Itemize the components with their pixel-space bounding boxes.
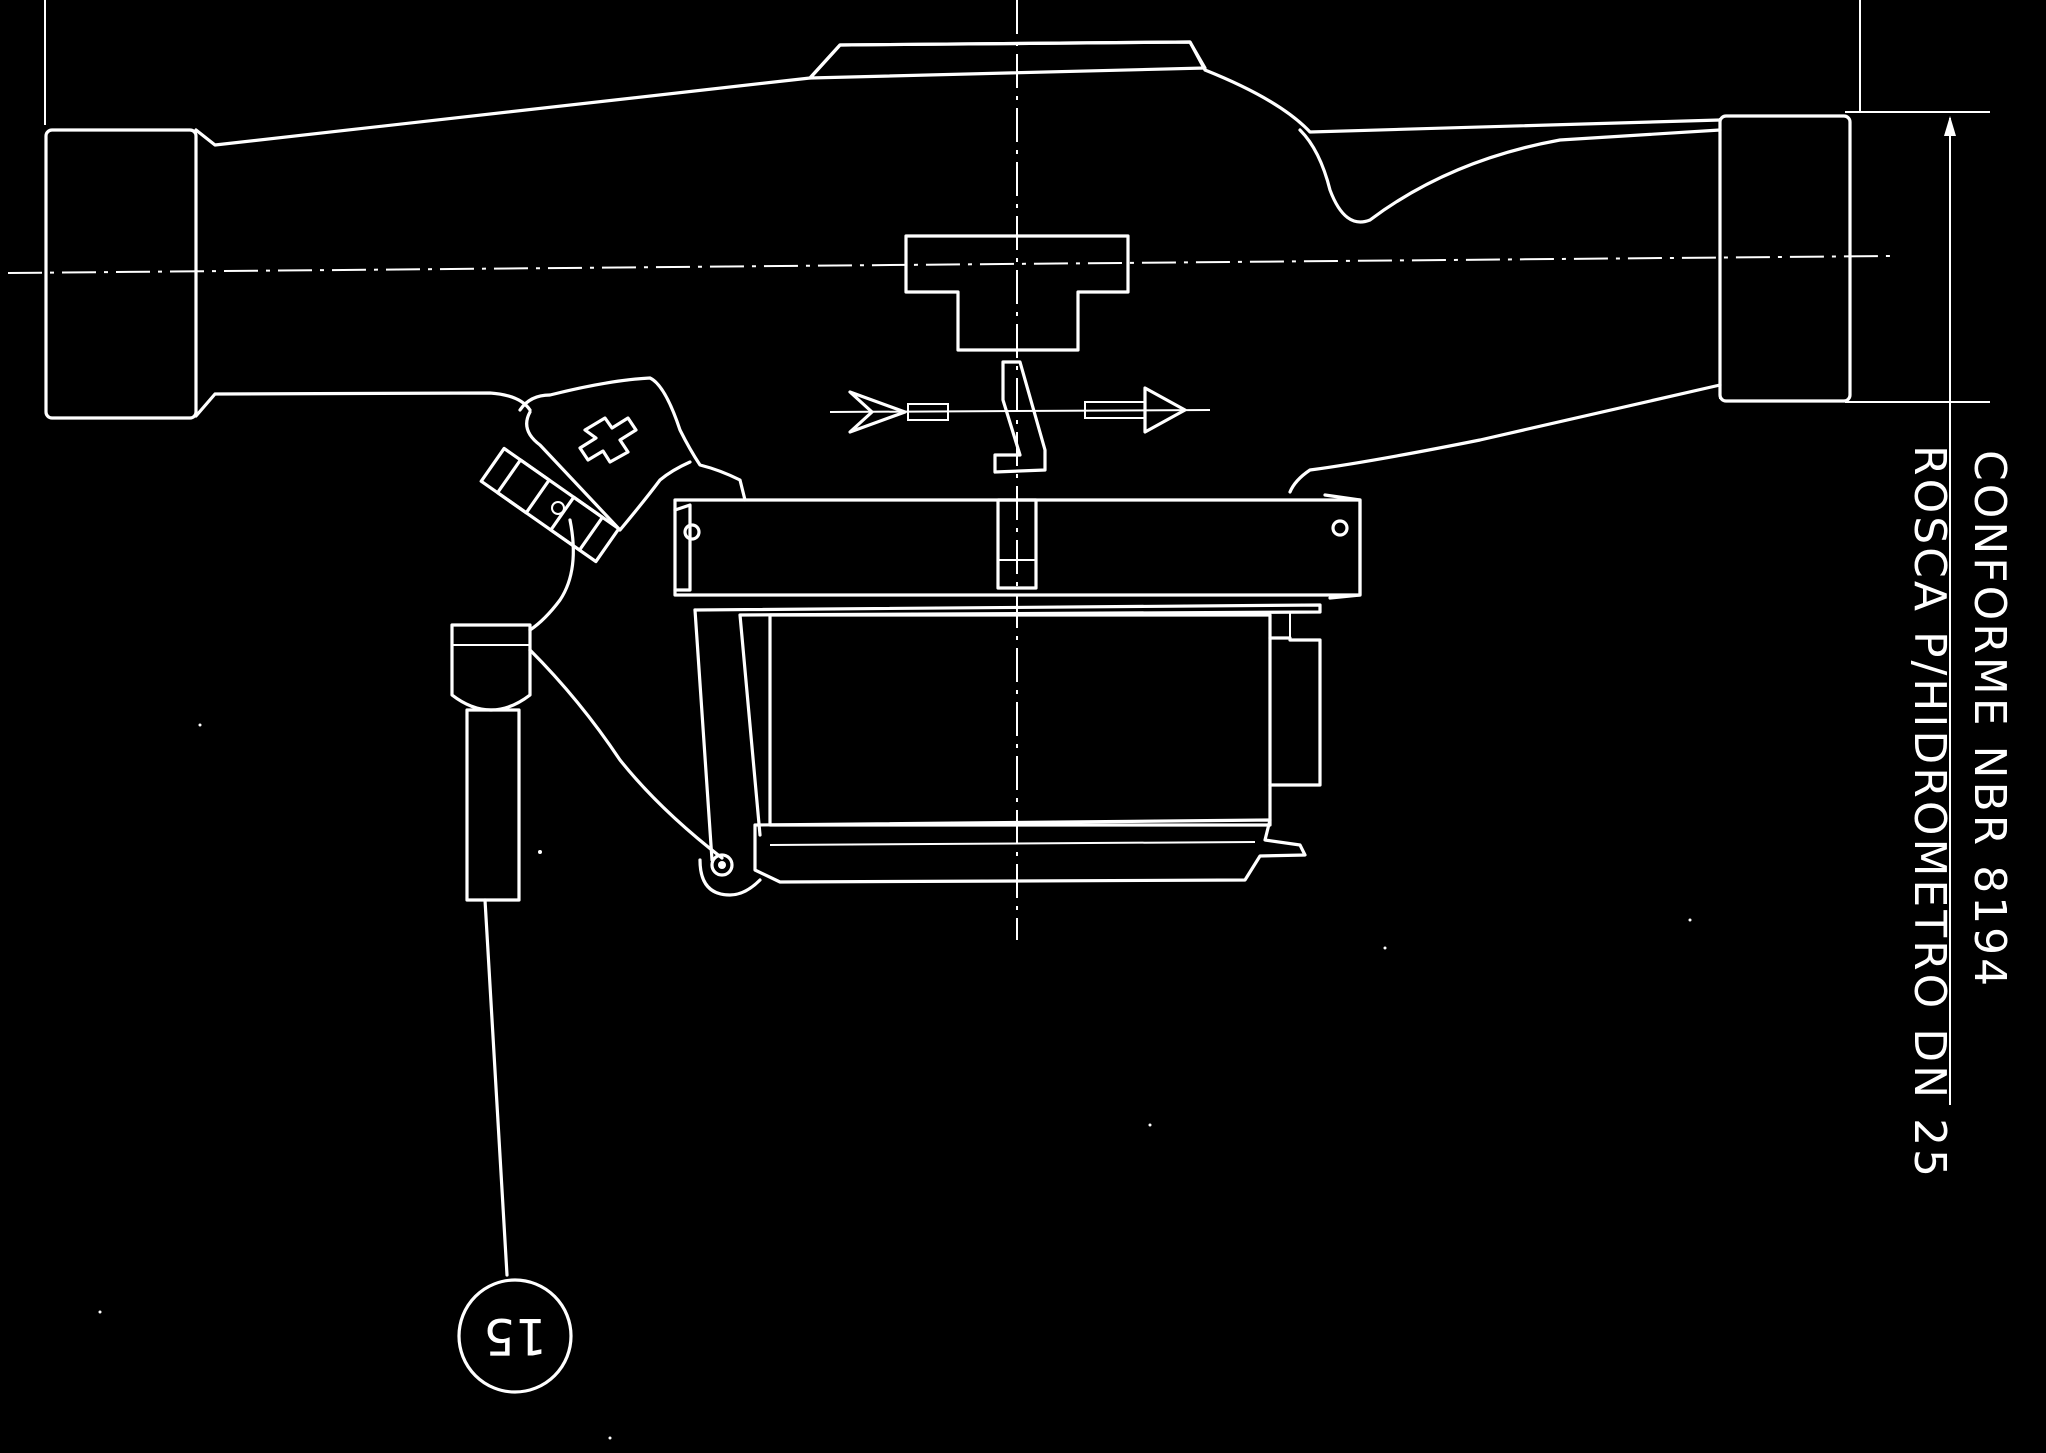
top-boss: [808, 40, 1207, 80]
register-housing: [673, 493, 1362, 897]
seal-plug: [450, 623, 532, 712]
dimension-arrow-up-icon: [1944, 116, 1956, 136]
left-thread-end: [44, 128, 198, 420]
flow-arrow-left-tail-icon: [848, 390, 907, 434]
flow-direction-arrows: [829, 386, 1211, 434]
meter-body: [44, 40, 1852, 494]
seal-wire-to-hinge: [528, 648, 724, 860]
note-line-1: CONFORME NBR 8194: [1964, 450, 2015, 989]
body-upper-outline: [194, 40, 1722, 147]
seal-wire-loop: [518, 376, 747, 502]
flow-arrow-right-head-icon: [1143, 386, 1187, 434]
internal-t-component: [904, 234, 1130, 352]
hinge-pin: [710, 853, 734, 877]
seal-wire: [528, 518, 575, 632]
seal-cross-mark-icon: [578, 416, 638, 464]
body-lower-right: [1288, 383, 1722, 494]
left-screw-hole: [683, 523, 701, 541]
seal-body: [465, 708, 521, 902]
register-cup: [768, 613, 1272, 827]
center-tab: [996, 498, 1038, 590]
scan-noise: [98, 723, 1692, 1440]
lead-seal-block: [479, 446, 621, 564]
inner-passage-curve: [1298, 128, 1722, 224]
item-balloon: [457, 1278, 573, 1394]
balloon-label: 15: [483, 1307, 547, 1365]
register-lid: [753, 818, 1307, 884]
flow-vane: [993, 360, 1047, 474]
horizontal-center-line: [7, 255, 1891, 274]
side-boss: [1268, 636, 1322, 787]
leader-line: [483, 898, 509, 1277]
right-thread-end: [1718, 114, 1852, 403]
note-line-2: ROSCA P/HIDROMETRO DN 25: [1904, 445, 1955, 1180]
right-screw-hole: [1331, 519, 1349, 537]
seal-assembly: [450, 376, 747, 902]
body-lower-left: [194, 391, 532, 418]
